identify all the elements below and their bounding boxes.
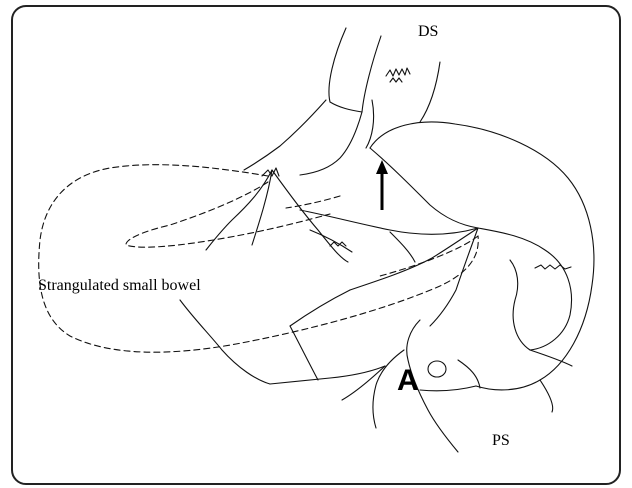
constriction-point xyxy=(373,320,480,452)
hernia-ring-circle xyxy=(428,361,446,377)
point-a-label: A xyxy=(397,364,419,397)
arrow-icon xyxy=(376,160,388,210)
distal-segment-tube xyxy=(244,28,440,175)
proximal-segment-label: PS xyxy=(492,432,510,449)
strangulated-bowel-label: Strangulated small bowel xyxy=(38,277,201,294)
mesentery-lines xyxy=(180,168,478,400)
figure-frame xyxy=(12,6,620,484)
distal-segment-label: DS xyxy=(418,23,438,40)
